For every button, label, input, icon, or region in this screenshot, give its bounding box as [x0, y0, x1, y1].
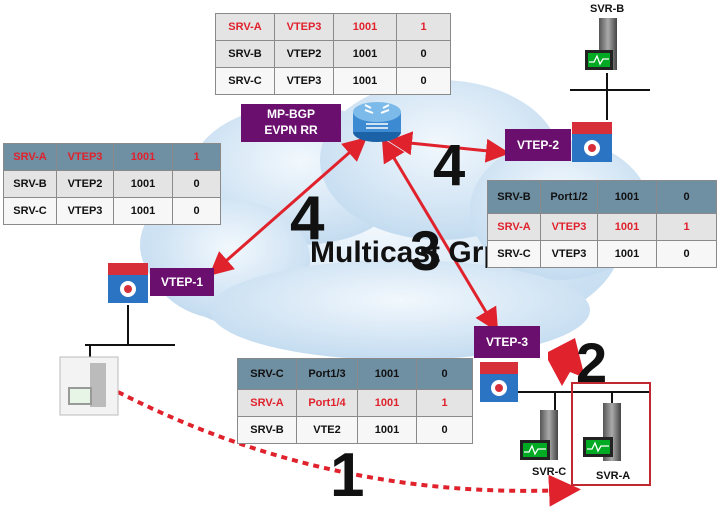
table-cell: 1 — [396, 13, 451, 41]
switch-icon-vtep3 — [480, 362, 518, 402]
table-cell: 1001 — [597, 213, 657, 241]
table-cell: 1 — [416, 389, 473, 417]
table-cell: 1001 — [113, 143, 173, 171]
table-cell: VTEP2 — [274, 40, 334, 68]
table-cell: Port1/3 — [296, 358, 358, 390]
signal-arrows — [208, 131, 510, 333]
table-cell: 1001 — [357, 389, 417, 417]
table-cell: VTEP3 — [274, 13, 334, 41]
table-cell: SRV-A — [3, 143, 57, 171]
table-cell: VTEP3 — [540, 240, 598, 268]
table-cell: SRV-A — [237, 389, 297, 417]
table-cell: 1001 — [113, 197, 173, 225]
router-icon — [353, 102, 401, 142]
rr-label-line2: EVPN RR — [264, 123, 318, 137]
table-cell: 0 — [416, 416, 473, 444]
table-row: SRV-C VTEP3 1001 0 — [3, 197, 221, 225]
table-cell: Port1/2 — [540, 180, 598, 214]
table-cell: SRV-C — [215, 67, 275, 95]
mac-table-rr: SRV-A VTEP3 1001 1 SRV-B VTEP2 1001 0 SR… — [215, 13, 451, 95]
table-cell: VTEP2 — [56, 170, 114, 198]
table-row: SRV-C Port1/3 1001 0 — [237, 358, 473, 390]
table-row: SRV-A VTEP3 1001 1 — [487, 213, 717, 241]
table-cell: SRV-C — [3, 197, 57, 225]
table-row: SRV-C VTEP3 1001 0 — [215, 67, 451, 95]
svr-a-highlight-box — [571, 382, 651, 486]
table-row: SRV-A Port1/4 1001 1 — [237, 389, 473, 417]
step-2-number: 2 — [576, 331, 608, 394]
vtep1-label: VTEP-1 — [150, 268, 214, 296]
table-cell: 0 — [396, 67, 451, 95]
vtep3-label: VTEP-3 — [474, 326, 540, 358]
table-cell: 1001 — [333, 67, 397, 95]
server-icon-a — [583, 403, 621, 461]
table-cell: SRV-B — [3, 170, 57, 198]
server-icon-c — [520, 410, 558, 460]
table-cell: Port1/4 — [296, 389, 358, 417]
table-cell: VTEP3 — [540, 213, 598, 241]
arrow-rr-vtep3 — [381, 137, 499, 333]
mac-table-vtep3: SRV-C Port1/3 1001 0 SRV-A Port1/4 1001 … — [237, 358, 473, 444]
dotted-arrow-step1 — [117, 390, 581, 507]
table-cell: VTEP3 — [56, 197, 114, 225]
table-cell: SRV-A — [487, 213, 541, 241]
svr-a-caption: SVR-A — [596, 470, 631, 482]
mac-table-vtep2: SRV-B Port1/2 1001 0 SRV-A VTEP3 1001 1 … — [487, 180, 717, 268]
network-wires — [85, 73, 650, 412]
table-cell: 1001 — [597, 180, 657, 214]
mac-table-vtep1: SRV-A VTEP3 1001 1 SRV-B VTEP2 1001 0 SR… — [3, 143, 221, 225]
table-cell: SRV-B — [237, 416, 297, 444]
server-icon-b — [585, 18, 617, 70]
table-row: SRV-A VTEP3 1001 1 — [3, 143, 221, 171]
rr-label-line1: MP-BGP — [267, 107, 315, 121]
step-3-number: 3 — [410, 219, 442, 282]
switch-icon-vtep1 — [108, 263, 148, 303]
table-cell: 1001 — [333, 40, 397, 68]
vtep2-label: VTEP-2 — [505, 129, 571, 161]
table-cell: SRV-B — [215, 40, 275, 68]
arrow-step2 — [548, 338, 585, 386]
table-cell: SRV-A — [215, 13, 275, 41]
table-cell: 0 — [172, 197, 221, 225]
table-cell: 0 — [396, 40, 451, 68]
svr-c-caption: SVR-C — [532, 466, 567, 478]
table-cell: 1 — [172, 143, 221, 171]
table-row: SRV-B Port1/2 1001 0 — [487, 180, 717, 214]
table-row: SRV-C VTEP3 1001 0 — [487, 240, 717, 268]
table-cell: VTE2 — [296, 416, 358, 444]
table-cell: 1001 — [597, 240, 657, 268]
switch-icon-vtep2 — [572, 122, 612, 162]
arrow-rr-vtep1 — [208, 137, 368, 276]
table-row: SRV-B VTEP2 1001 0 — [3, 170, 221, 198]
table-cell: 0 — [172, 170, 221, 198]
step-1-number: 1 — [330, 441, 365, 510]
step-4-number-left: 4 — [290, 184, 325, 253]
table-row: SRV-A VTEP3 1001 1 — [215, 13, 451, 41]
svr-b-caption: SVR-B — [590, 3, 625, 15]
table-cell: 1 — [656, 213, 717, 241]
server-icon-left — [59, 356, 119, 416]
table-cell: VTEP3 — [274, 67, 334, 95]
table-cell: SRV-C — [237, 358, 297, 390]
cloud-label: Multicast Grp — [310, 236, 502, 269]
table-cell: 1001 — [113, 170, 173, 198]
rr-label: MP-BGP EVPN RR — [241, 104, 341, 142]
table-cell: SRV-B — [487, 180, 541, 214]
table-cell: VTEP3 — [56, 143, 114, 171]
table-cell: 0 — [656, 180, 717, 214]
step-4-number-right: 4 — [433, 133, 466, 198]
table-row: SRV-B VTEP2 1001 0 — [215, 40, 451, 68]
table-cell: SRV-C — [487, 240, 541, 268]
table-cell: 1001 — [333, 13, 397, 41]
table-row: SRV-B VTE2 1001 0 — [237, 416, 473, 444]
table-cell: 0 — [656, 240, 717, 268]
table-cell: 1001 — [357, 358, 417, 390]
table-cell: 0 — [416, 358, 473, 390]
table-cell: 1001 — [357, 416, 417, 444]
